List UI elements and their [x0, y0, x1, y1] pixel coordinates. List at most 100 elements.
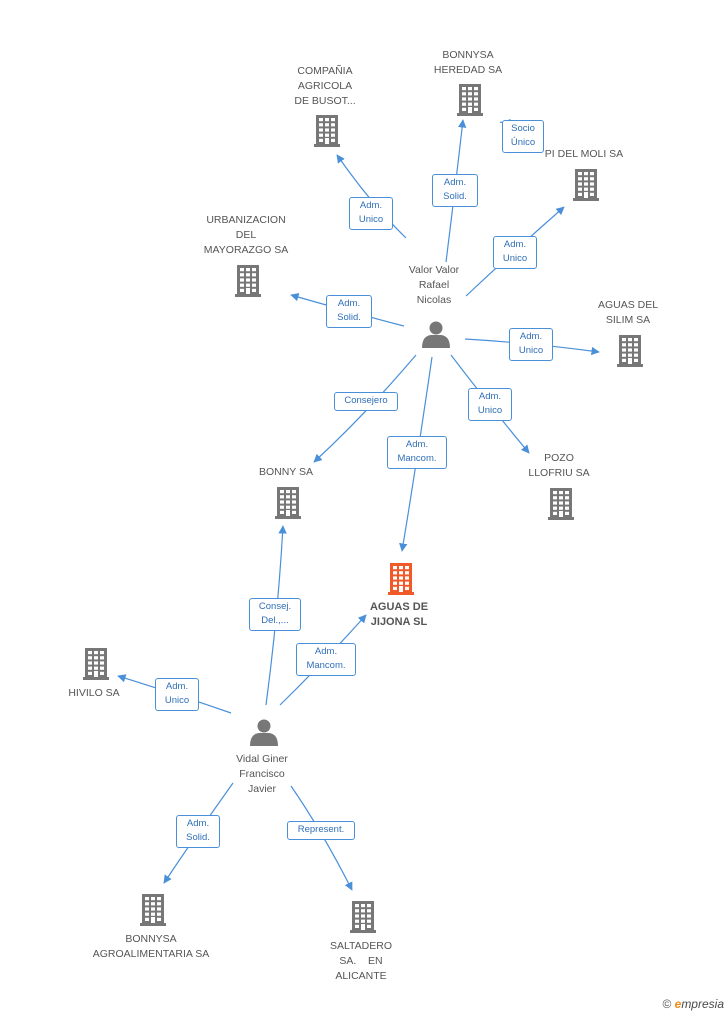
edge-label-line: Unico [502, 253, 528, 264]
building-icon[interactable] [83, 648, 109, 680]
node-label-line: SALTADERO [329, 940, 393, 952]
node-label-line: COMPAÑIA [297, 65, 353, 77]
node-label-line: LLOFRIU SA [528, 467, 590, 479]
edge-label-line: Solid. [443, 191, 467, 202]
edge-label-line: Unico [358, 214, 384, 225]
node-label-line: SILIM SA [605, 314, 651, 326]
building-icon[interactable] [573, 169, 599, 201]
node-label-line: HIVILO SA [68, 687, 120, 699]
node-label-line: DE BUSOT... [294, 95, 356, 107]
edge-label-valor-urbanizacion[interactable]: Adm. Solid. [326, 295, 372, 328]
node-label-line: HEREDAD SA [433, 64, 503, 76]
node-label-compania[interactable]: COMPAÑIA AGRICOLA DE BUSOT... [255, 64, 395, 109]
node-label-line: PI DEL MOLI SA [544, 148, 624, 160]
edge-label-line: Socio [511, 123, 535, 134]
node-label-urbanizacion[interactable]: URBANIZACION DEL MAYORAZGO SA [176, 213, 316, 258]
building-icon[interactable] [350, 901, 376, 933]
copyright-symbol: © [662, 997, 672, 1011]
brand-logo-e: e [674, 997, 682, 1011]
edge-valor-bonny [313, 354, 417, 463]
node-label-line: Francisco [239, 768, 285, 780]
edge-label-valor-pozo[interactable]: Adm. Unico [468, 388, 512, 421]
edge-label-valor-aguas_silim[interactable]: Adm. Unico [509, 328, 553, 361]
building-icon[interactable] [275, 487, 301, 519]
edge-label-valor-bonnysa_heredad[interactable]: Adm. Solid. [432, 174, 478, 207]
edge-label-vidal-bonnysa_agro[interactable]: Adm. Solid. [176, 815, 220, 848]
edge-label-line: Adm. [443, 177, 467, 188]
node-label-line: BONNY SA [258, 466, 314, 478]
node-label-line: URBANIZACION [206, 214, 286, 226]
edge-label-line: Unico [164, 695, 190, 706]
node-label-pozo[interactable]: POZO LLOFRIU SA [489, 451, 629, 481]
node-label-line: AGROALIMENTARIA SA [92, 948, 210, 960]
edge-label-line: Único [510, 137, 536, 148]
edge-label-line: Adm. [503, 239, 527, 250]
node-label-line: Vidal Giner [236, 753, 288, 765]
node-label-bonnysa_heredad[interactable]: BONNYSA HEREDAD SA [398, 48, 538, 78]
edge-label-line: Adm. [405, 439, 429, 450]
node-label-line: AGUAS DE [369, 601, 429, 613]
edge-label-line: Unico [518, 345, 544, 356]
node-label-aguas_silim[interactable]: AGUAS DEL SILIM SA [558, 298, 698, 328]
edge-label-valor-pi_del_moli[interactable]: Adm. Unico [493, 236, 537, 269]
watermark: © empresia [662, 997, 724, 1011]
brand-logo-rest: mpresia [681, 997, 724, 1011]
edge-label-line: Represent. [297, 824, 345, 835]
node-label-bonny[interactable]: BONNY SA [216, 465, 356, 480]
edge-label-vidal-saltadero[interactable]: Represent. [287, 821, 355, 840]
edge-label-line: Mancom. [397, 453, 437, 464]
node-label-line: Rafael [418, 279, 450, 291]
node-label-pi_del_moli[interactable]: PI DEL MOLI SA [514, 147, 654, 162]
node-label-line: DEL [235, 229, 257, 241]
edge-label-line: Adm. [337, 298, 361, 309]
building-icon[interactable] [548, 488, 574, 520]
building-icon[interactable] [235, 265, 261, 297]
edge-label-line: Adm. [314, 646, 338, 657]
node-label-line: Javier [247, 783, 276, 795]
edge-label-line: Unico [477, 405, 503, 416]
node-label-line: ALICANTE [335, 970, 387, 982]
node-label-line: POZO [544, 452, 574, 464]
edge-label-vidal-hivilo[interactable]: Adm. Unico [155, 678, 199, 711]
node-label-line: MAYORAZGO SA [203, 244, 289, 256]
edge-label-line: Adm. [359, 200, 383, 211]
node-label-saltadero[interactable]: SALTADERO SA. EN ALICANTE [291, 939, 431, 984]
edge-label-line: Consejero [344, 395, 388, 406]
edge-label-line: Solid. [186, 832, 210, 843]
node-label-line: BONNYSA [442, 49, 494, 61]
node-label-line: BONNYSA [125, 933, 177, 945]
edge-label-line: Adm. [519, 331, 543, 342]
edge-label-valor-aguas_jijona[interactable]: Adm. Mancom. [387, 436, 447, 469]
building-icon[interactable] [457, 84, 483, 116]
node-label-hivilo[interactable]: HIVILO SA [24, 686, 164, 701]
node-label-line: AGUAS DEL [597, 299, 659, 311]
node-label-line: Nicolas [416, 294, 452, 306]
edge-label-line: Mancom. [306, 660, 346, 671]
edge-label-vidal-bonny[interactable]: Consej. Del.,... [249, 598, 301, 631]
edge-label-line: Consej. [258, 601, 292, 612]
edge-label-line: Adm. [186, 818, 210, 829]
node-label-line: AGRICOLA [297, 80, 353, 92]
node-label-aguas_jijona[interactable]: AGUAS DE JIJONA SL [329, 600, 469, 630]
node-label-bonnysa_agro[interactable]: BONNYSA AGROALIMENTARIA SA [81, 932, 221, 962]
edge-label-line: Adm. [165, 681, 189, 692]
person-icon[interactable] [250, 719, 278, 747]
edge-label-line: Adm. [478, 391, 502, 402]
building-icon[interactable] [617, 335, 643, 367]
node-label-line: SA. EN [339, 955, 383, 967]
nodes-layer [83, 84, 643, 933]
building-icon[interactable] [314, 115, 340, 147]
edge-label-vidal-aguas_jijona[interactable]: Adm. Mancom. [296, 643, 356, 676]
building-icon[interactable] [388, 563, 414, 595]
building-icon[interactable] [140, 894, 166, 926]
edge-label-valor-compania[interactable]: Adm. Unico [349, 197, 393, 230]
node-label-line: Valor Valor [408, 264, 460, 276]
node-label-line: JIJONA SL [370, 616, 428, 628]
edge-label-line: Del.,... [261, 615, 289, 626]
edge-label-line: Solid. [337, 312, 361, 323]
edge-label-valor-bonny[interactable]: Consejero [334, 392, 398, 411]
person-icon[interactable] [422, 321, 450, 349]
